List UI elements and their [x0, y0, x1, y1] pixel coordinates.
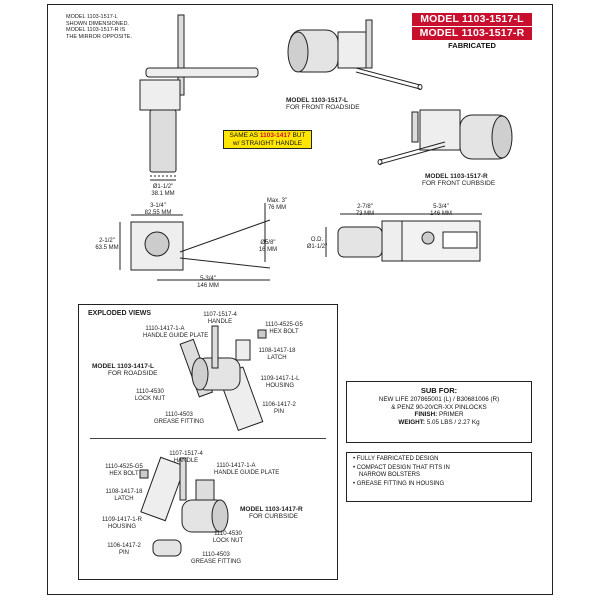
shown-note: MODEL 1103-1517-L SHOWN DIMENSIONED. MOD… [66, 14, 133, 40]
roadside-3d-drawing [287, 19, 423, 90]
fabricated-label: FABRICATED [448, 41, 496, 50]
side-view-drawing [325, 213, 482, 262]
curbside-3d-drawing [377, 109, 513, 165]
page-frame [47, 4, 553, 595]
exploded-views-panel [78, 304, 338, 580]
roadside-title: MODEL 1103-1517-L [286, 97, 349, 104]
end-view-drawing [119, 203, 271, 281]
sub-for-box: SUB FOR: NEW LIFE 207865001 (L) / B30681… [346, 381, 532, 443]
feature-item: • COMPACT DESIGN THAT FITS IN [353, 465, 450, 471]
exploded-divider [90, 438, 326, 439]
dim-rod: Ø5/8"16 MM [258, 240, 278, 253]
curbside-sub: FOR FRONT CURBSIDE [422, 180, 496, 187]
dim-width: 3-1/4"82.55 MM [144, 203, 172, 216]
ex-roadside-sub: FOR ROADSIDE [108, 370, 158, 377]
ex-curbside-model: MODEL 1103-1417-R [240, 506, 303, 513]
roadside-sub: FOR FRONT ROADSIDE [286, 104, 360, 111]
feature-item: • GREASE FITTING IN HOUSING [353, 481, 445, 487]
dim-od: O.D.Ø1-1/2" [306, 237, 328, 250]
dim-length: 5-3/4"146 MM [197, 276, 219, 289]
same-as-note: SAME AS 1103-1417 BUT w/ STRAIGHT HANDLE [223, 130, 312, 149]
feature-item: • FULLY FABRICATED DESIGN [353, 456, 439, 462]
curbside-title: MODEL 1103-1517-R [425, 173, 488, 180]
diameter-label: Ø1-1/2" 38.1 MM [151, 184, 175, 197]
ex-roadside-model: MODEL 1103-1417-L [92, 363, 155, 370]
exploded-curbside-drawing [139, 456, 229, 557]
exploded-roadside-drawing [179, 325, 267, 432]
model-l-badge: MODEL 1103-1517-L [412, 13, 532, 26]
front-view-drawing [139, 14, 259, 181]
dim-side-b: 5-3/4"146 MM [430, 204, 452, 217]
exploded-title: EXPLODED VIEWS [88, 310, 152, 317]
model-r-badge: MODEL 1103-1517-R [412, 27, 532, 40]
dim-max: Max. 3"76 MM [266, 198, 288, 211]
feature-item: NARROW BOLSTERS [359, 472, 421, 478]
dim-height: 2-1/2"63.5 MM [95, 238, 119, 251]
features-box: • FULLY FABRICATED DESIGN • COMPACT DESI… [346, 452, 532, 502]
dim-side-a: 2-7/8"73 MM [355, 204, 375, 217]
ex-curbside-sub: FOR CURBSIDE [249, 513, 299, 520]
